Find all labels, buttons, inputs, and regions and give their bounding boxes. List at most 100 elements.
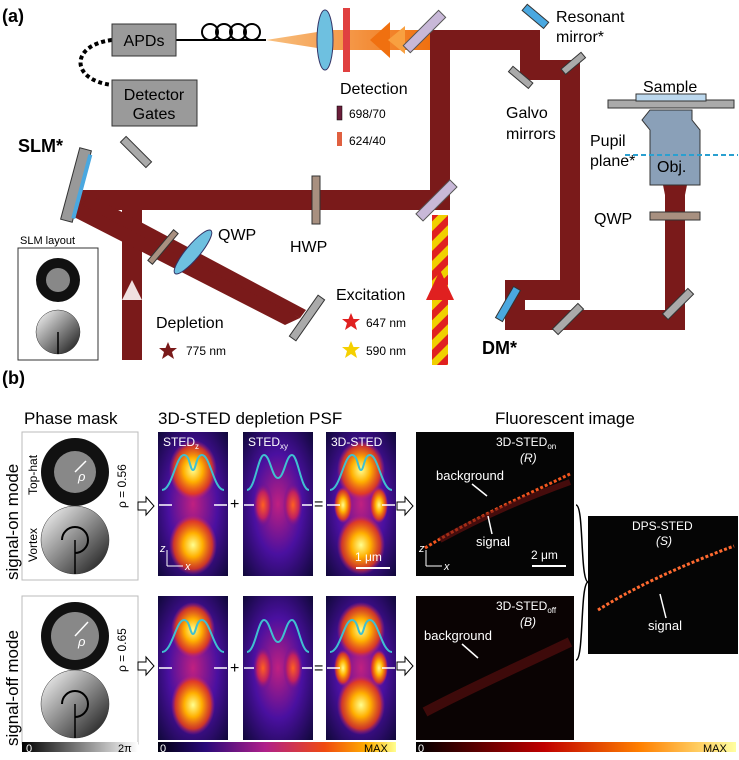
row-off-label: signal-off mode — [3, 630, 22, 746]
qwp-right-plate — [649, 211, 701, 221]
cable — [78, 38, 113, 87]
filter-698-swatch — [336, 105, 343, 121]
mirror-bottom-right — [661, 287, 695, 321]
cbar-psf — [158, 742, 396, 752]
cbar-fluor-min: 0 — [418, 743, 424, 755]
op-equal-off: = — [314, 660, 323, 677]
psf-title-3dsted: 3D-STED — [331, 435, 383, 449]
detection-label: Detection — [340, 81, 408, 98]
op-plus-off: + — [230, 660, 239, 677]
detection-lens — [316, 9, 334, 71]
slm-layout-label: SLM layout — [20, 235, 75, 247]
fluor-dps-letter: (S) — [656, 534, 672, 548]
apds-box — [111, 23, 177, 57]
dm-mirror — [494, 285, 522, 323]
fluor-on-signal: signal — [476, 534, 510, 549]
filter-624-swatch — [337, 132, 342, 146]
psf-arrows — [159, 504, 395, 669]
galvo-label-1: Galvo — [506, 105, 548, 122]
fluor-scale-label: 2 μm — [531, 548, 558, 562]
excitation-arrow — [426, 270, 454, 300]
mirror-bottom-mid — [551, 302, 585, 336]
fluor-on-background: background — [436, 468, 504, 483]
hwp-plate — [311, 175, 321, 225]
fluor-on-letter: (R) — [520, 451, 537, 465]
fluor-axis-z: z — [418, 543, 425, 555]
depletion-label: Depletion — [156, 315, 224, 332]
sample-slide — [635, 93, 707, 102]
depletion-arrow — [122, 280, 142, 300]
op-plus-on: + — [230, 496, 239, 513]
cbar-psf-max: MAX — [364, 743, 389, 755]
fluor-on-title: 3D-STEDon — [496, 435, 556, 451]
fluor-dps-image — [588, 516, 738, 654]
pupil-plane-label-2: plane* — [590, 153, 635, 170]
op-equal-on: = — [314, 496, 323, 513]
cbar-phase-max: 2π — [118, 743, 132, 755]
slm-face — [71, 154, 93, 219]
exc-647-label: 647 nm — [366, 316, 406, 330]
rho-on-symbol: ρ — [77, 469, 86, 484]
fluor-off-title: 3D-STEDoff — [496, 599, 557, 615]
row-on-label: signal-on mode — [3, 464, 22, 580]
rho-off-symbol: ρ — [77, 634, 86, 649]
sample-label: Sample — [643, 79, 697, 96]
cbar-fluor-max: MAX — [703, 743, 728, 755]
fluor-off-background: background — [424, 628, 492, 643]
pupil-plane-label-1: Pupil — [590, 133, 626, 150]
rho-on-label: ρ = 0.56 — [115, 464, 129, 508]
col-fluor: Fluorescent image — [495, 409, 635, 428]
galvo-mirror-2 — [560, 51, 587, 76]
qwp-left-plate — [147, 229, 179, 265]
panel-b-label: (b) — [2, 368, 25, 388]
resonant-mirror-label-1: Resonant — [556, 9, 625, 26]
curly-brace — [575, 504, 591, 661]
dep-775-label: 775 nm — [186, 344, 226, 358]
galvo-mirror-1 — [507, 65, 534, 90]
detection-dichroic — [402, 9, 447, 54]
psf-axes — [166, 550, 183, 567]
cbar-phase-min: 0 — [26, 743, 32, 755]
excitation-label: Excitation — [336, 287, 405, 304]
dm-label: DM* — [482, 338, 517, 358]
fiber — [176, 23, 266, 41]
galvo-label-2: mirrors — [506, 126, 556, 143]
exc-590-label: 590 nm — [366, 344, 406, 358]
psf-axis-x: x — [184, 561, 191, 573]
fluor-dps-filament — [597, 544, 735, 612]
arrow-on-1 — [137, 495, 155, 517]
slm-label: SLM* — [18, 136, 63, 156]
arrow-on-2 — [396, 495, 414, 517]
cbar-phase — [22, 742, 138, 752]
fluor-off-letter: (B) — [520, 615, 536, 629]
filter-624-label: 624/40 — [349, 134, 386, 148]
tophat-label-on: Top-hat — [26, 454, 40, 495]
cbar-psf-min: 0 — [160, 743, 166, 755]
col-phase-mask: Phase mask — [24, 409, 118, 428]
objective-body — [641, 109, 701, 186]
fluor-off-image — [416, 596, 574, 740]
yellow-star-icon — [342, 341, 360, 358]
depletion-star-icon — [159, 342, 177, 359]
vortex-label-on: Vortex — [26, 528, 40, 562]
panel-a-label: (a) — [2, 6, 24, 26]
detector-gates-label-1: Detector — [124, 87, 185, 104]
qwp-left-label: QWP — [218, 227, 256, 244]
fluor-on-image — [416, 432, 574, 576]
filter-698-label: 698/70 — [349, 107, 386, 121]
slm-side-mirror — [119, 135, 153, 169]
fluor-dps-title: DPS-STED — [632, 519, 693, 533]
cbar-fluor — [416, 742, 736, 752]
arrow-off-1 — [137, 655, 155, 677]
qwp-right-label: QWP — [594, 211, 632, 228]
detection-filter — [343, 8, 350, 72]
arrow-off-2 — [396, 655, 414, 677]
fluor-axis-x: x — [443, 561, 450, 573]
rho-off-label: ρ = 0.65 — [115, 628, 129, 672]
red-star-icon — [342, 313, 360, 330]
resonant-mirror-label-2: mirror* — [556, 29, 604, 46]
apds-label: APDs — [124, 33, 165, 50]
psf-title-stedxy: STEDxy — [248, 435, 288, 451]
objective-label: Obj. — [657, 159, 686, 176]
